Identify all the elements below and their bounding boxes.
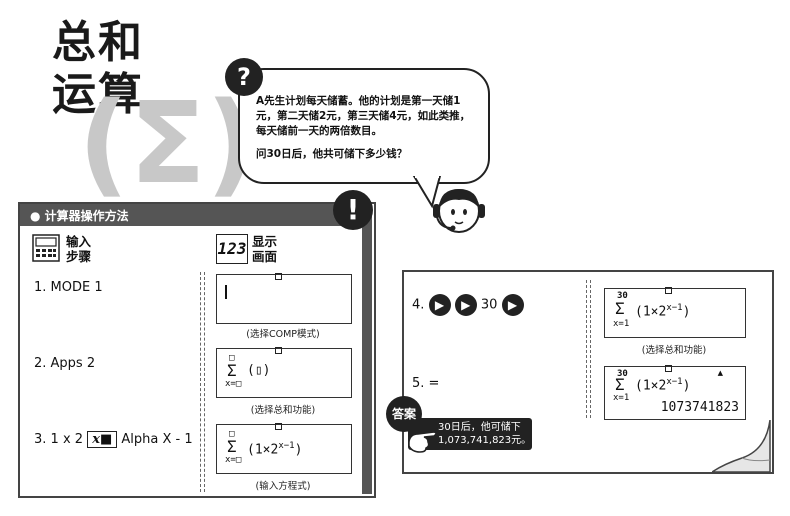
indicator-icon	[665, 287, 672, 294]
sigma-glyph: Σ	[615, 375, 625, 394]
calculator-icon	[32, 234, 60, 262]
caption-step-1: (选择COMP模式)	[246, 329, 320, 340]
column-divider	[200, 272, 205, 492]
step-5-label: 5. =	[412, 376, 440, 391]
up-arrow-indicator-icon: ▲	[717, 369, 723, 377]
caption-step-2: (选择总和功能)	[250, 405, 316, 416]
step-1-label: 1. MODE 1	[34, 280, 103, 295]
question-mark-icon: ?	[225, 58, 263, 96]
title-line-1: 总和	[52, 17, 144, 68]
result-value: 1073741823	[660, 400, 739, 415]
answer-text: 30日后，他可储下 1,073,741,823元。	[438, 422, 532, 446]
caption-step-4: (选择总和功能)	[641, 345, 707, 356]
question-paragraph-2: 问30日后，他共可储下多少钱？	[256, 148, 408, 160]
right-arrow-key-icon: ▶	[501, 294, 524, 316]
cursor	[225, 285, 227, 299]
right-arrow-key-icon: ▶	[454, 294, 477, 316]
question-text: A先生计划每天储蓄。他的计划是第一天储1元，第二天储2元，第三天储4元，如此类推…	[256, 94, 472, 162]
operation-panel-header	[20, 204, 372, 226]
bubble-tail	[412, 176, 442, 209]
indicator-icon	[275, 423, 282, 430]
lcd-step-5: ▲ 30 Σ x=1 (1×2x−1) 1073741823	[604, 365, 746, 420]
question-bubble	[238, 68, 490, 184]
character-headset-icon	[433, 189, 485, 233]
sigma-symbol: (Σ)	[78, 79, 257, 209]
exclamation-icon: !	[333, 190, 373, 230]
step-4-label: 4. ▶ ▶ 30 ▶	[412, 294, 524, 316]
caption-step-3: (输入方程式)	[255, 481, 311, 492]
step-2-label: 2. Apps 2	[34, 356, 96, 371]
title-line-2: 运算	[52, 69, 144, 120]
operation-panel-title: ● 计算器操作方法	[30, 209, 129, 223]
display-icon: 123	[216, 234, 248, 264]
question-paragraph-1: A先生计划每天储蓄。他的计划是第一天储1元，第二天储2元，第三天储4元，如此类推…	[256, 95, 471, 137]
page-curl-decoration	[712, 420, 771, 472]
indicator-icon	[665, 365, 672, 372]
sigma-glyph: Σ	[615, 299, 625, 318]
lcd-step-1	[216, 273, 352, 324]
input-steps-header: 输入 步骤	[66, 234, 92, 264]
sigma-glyph: Σ	[227, 361, 237, 380]
step-3-label: 3. 1 x 2 x■ Alpha X - 1	[34, 431, 193, 448]
lcd-step-4: 30 Σ x=1 (1×2x−1)	[604, 287, 746, 338]
right-arrow-key-icon: ▶	[428, 294, 451, 316]
column-divider	[586, 280, 591, 418]
pointing-hand-icon	[408, 431, 437, 453]
indicator-icon	[275, 273, 282, 280]
display-screen-header: 显示 画面	[252, 234, 278, 264]
panel-side-bar	[362, 226, 372, 494]
indicator-icon	[275, 347, 282, 354]
lcd-step-3: □ Σ x=□ (1×2x−1)	[216, 423, 352, 474]
sigma-glyph: Σ	[227, 437, 237, 456]
x-power-key: x■	[87, 431, 118, 448]
answer-badge: 答案	[386, 396, 422, 432]
lcd-step-2: □ Σ x=□ (▯)	[216, 347, 352, 398]
